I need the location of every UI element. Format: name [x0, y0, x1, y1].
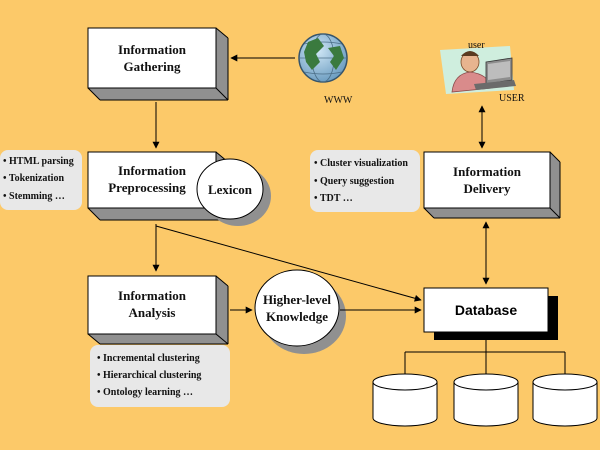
database-cylinder-icon — [532, 373, 598, 427]
delivery-box: Information Delivery — [423, 151, 561, 219]
user-label: USER — [499, 93, 525, 104]
knowledge-label-line1: Higher-level — [263, 292, 331, 307]
delivery-title-line2: Delivery — [464, 181, 511, 196]
preprocessing-note-item: • HTML parsing — [3, 156, 74, 167]
analysis-title-line2: Analysis — [129, 305, 176, 320]
preprocessing-box: Information Preprocessing — [87, 151, 229, 221]
preprocessing-note: • HTML parsing • Tokenization • Stemming… — [0, 150, 82, 210]
analysis-title-line1: Information — [118, 288, 187, 303]
knowledge-circle: Higher-level Knowledge — [254, 269, 346, 354]
database-cylinder-icon — [372, 373, 438, 427]
user-screen-label: user — [468, 40, 485, 51]
gathering-title-line2: Gathering — [123, 59, 181, 74]
lexicon-circle: Lexicon — [196, 158, 271, 226]
analysis-note-item: • Incremental clustering — [97, 353, 200, 364]
storage-connector — [404, 332, 566, 374]
analysis-box: Information Analysis — [87, 275, 229, 345]
analysis-note-item: • Hierarchical clustering — [97, 370, 201, 381]
database-cylinder-icon — [453, 373, 519, 427]
lexicon-label: Lexicon — [208, 182, 253, 197]
delivery-note-item: • Cluster visualization — [314, 158, 408, 169]
gathering-box: Information Gathering — [87, 27, 229, 101]
delivery-note: • Cluster visualization • Query suggesti… — [310, 150, 420, 212]
preprocessing-title-line2: Preprocessing — [108, 180, 186, 195]
delivery-note-item: • TDT … — [314, 193, 353, 204]
gathering-title-line1: Information — [118, 42, 187, 57]
analysis-note: • Incremental clustering • Hierarchical … — [90, 345, 230, 407]
preprocessing-note-item: • Tokenization — [3, 173, 64, 184]
user-at-computer-icon — [440, 46, 516, 94]
preprocessing-note-item: • Stemming … — [3, 191, 65, 202]
globe-icon — [298, 33, 348, 83]
database-box: Database — [423, 287, 558, 340]
knowledge-label-line2: Knowledge — [266, 309, 328, 324]
preprocessing-title-line1: Information — [118, 163, 187, 178]
arrow-preprocessing-to-database — [155, 225, 422, 302]
analysis-note-item: • Ontology learning … — [97, 387, 193, 398]
delivery-title-line1: Information — [453, 164, 522, 179]
delivery-note-item: • Query suggestion — [314, 176, 395, 187]
database-label: Database — [455, 302, 517, 318]
www-label: WWW — [324, 95, 353, 106]
